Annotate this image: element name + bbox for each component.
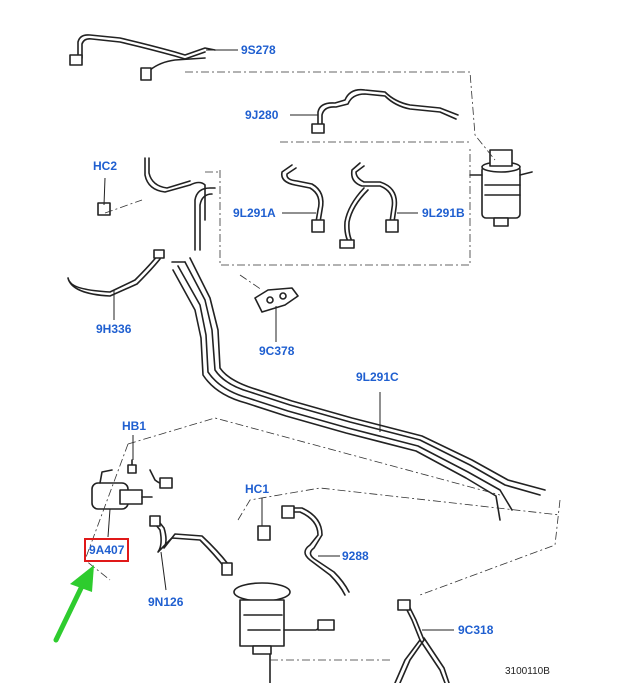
label-9S278: 9S278 bbox=[241, 43, 276, 57]
hose-9H336 bbox=[69, 254, 159, 293]
clip-9C378 bbox=[254, 287, 299, 313]
pipe-9C318 bbox=[394, 603, 421, 683]
label-9N126: 9N126 bbox=[148, 595, 184, 609]
fuel-filter bbox=[469, 149, 533, 227]
label-9288: 9288 bbox=[342, 549, 369, 563]
label-9L291C: 9L291C bbox=[356, 370, 399, 384]
label-9L291A: 9L291A bbox=[233, 206, 276, 220]
hose-9288 bbox=[289, 511, 346, 596]
label-9C378: 9C378 bbox=[259, 344, 295, 358]
label-HC2: HC2 bbox=[93, 159, 118, 173]
illustration-code: 3100110B bbox=[505, 666, 550, 677]
pipe-9L291A bbox=[280, 164, 320, 223]
pointer-arrow bbox=[53, 565, 94, 643]
label-HB1: HB1 bbox=[122, 419, 147, 433]
pipe-hc2 bbox=[144, 157, 206, 221]
pipe-9J280 bbox=[317, 88, 459, 127]
label-9A407-highlighted: 9A407 bbox=[84, 538, 130, 562]
label-9J280: 9J280 bbox=[245, 108, 279, 122]
valve-9A407 bbox=[91, 469, 153, 510]
label-9C318: 9C318 bbox=[458, 623, 494, 637]
pipe-9S278 bbox=[77, 34, 216, 59]
label-9H336: 9H336 bbox=[96, 322, 132, 336]
fuel-pump-module bbox=[233, 582, 335, 683]
label-HC1: HC1 bbox=[245, 482, 270, 496]
pipe-bundle bbox=[194, 187, 216, 251]
pipe-9L291B bbox=[350, 162, 394, 223]
label-9L291B: 9L291B bbox=[422, 206, 465, 220]
